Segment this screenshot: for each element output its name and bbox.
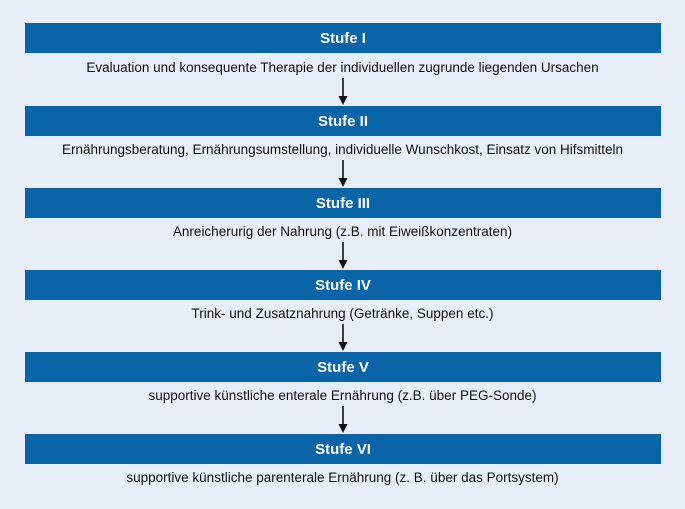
arrow-down-icon — [338, 406, 348, 434]
stage-3-header: Stufe III — [25, 188, 661, 218]
stage-6-header: Stufe VI — [25, 434, 661, 464]
arrow-down-icon — [338, 160, 348, 188]
stage-5-header: Stufe V — [25, 352, 661, 382]
stage-1-header: Stufe I — [25, 23, 661, 53]
stage-5-title: Stufe V — [317, 358, 369, 376]
stage-5-description: supportive künstliche enterale Ernährung… — [148, 388, 537, 403]
arrow-down-icon — [338, 324, 348, 352]
stage-2-title: Stufe II — [317, 112, 368, 130]
arrow-down-icon — [338, 242, 348, 270]
stage-2-header: Stufe II — [25, 106, 661, 136]
stage-3-title: Stufe III — [315, 194, 371, 212]
stage-1-description: Evaluation und konsequente Therapie der … — [86, 60, 599, 75]
stage-6-title: Stufe VI — [315, 440, 371, 458]
stage-3-description: Anreicherurig der Nahrung (z.B. mit Eiwe… — [172, 224, 513, 239]
arrow-down-icon — [338, 78, 348, 106]
stage-1-title: Stufe I — [320, 29, 366, 47]
stage-4-header: Stufe IV — [25, 270, 661, 300]
stage-4-description: Trink- und Zusatznahrung (Getränke, Supp… — [191, 306, 494, 321]
stage-6-description: supportive künstliche parenterale Ernähr… — [126, 470, 559, 485]
stage-4-title: Stufe IV — [315, 276, 371, 294]
stage-2-description: Ernährungsberatung, Ernährungsumstellung… — [61, 142, 624, 157]
